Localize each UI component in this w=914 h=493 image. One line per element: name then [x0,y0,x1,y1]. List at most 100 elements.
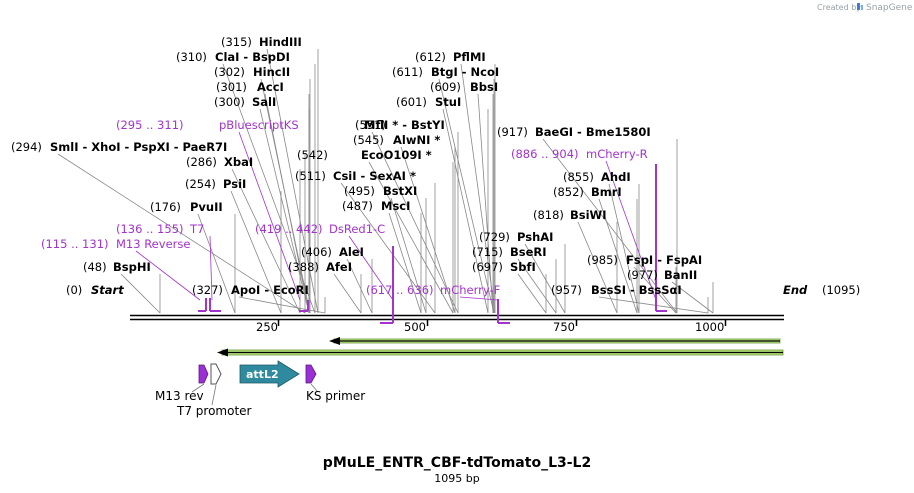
enzyme-stui[interactable]: StuI [435,95,461,109]
primer-leader-mcherry-f [459,296,499,301]
leader-bbsi [477,93,494,314]
primer-mcherry-f[interactable]: mCherry-F [440,283,500,297]
enzyme-ecoo109i[interactable]: EcoO109I * [361,148,432,162]
enzyme-bmri[interactable]: BmrI [591,185,622,199]
start-label: Start [91,283,124,297]
leader-bstxi [390,197,427,314]
primer-bracket-mcherry-f [497,299,510,324]
enzyme-bsiwi[interactable]: BsiWI [570,208,607,222]
enzyme-pos-bsphi: (48) [83,260,107,274]
leader-bsphi [120,273,161,314]
ruler-label-750: 750 [553,320,575,334]
leader-baegi-bme1580i [542,138,678,314]
leader-ecoo109i [368,161,454,314]
leader-apoi-ecori [238,296,326,314]
enzyme-msci[interactable]: MscI [381,199,410,213]
enzyme-pos-xbai: (286) [186,155,217,169]
primer-pbluescriptks[interactable]: pBluescriptKS [219,118,299,132]
ks-primer-feature[interactable] [305,364,317,384]
feature-leader [191,383,205,393]
primer-dsred1-c[interactable]: DsRed1-C [329,222,385,236]
plasmid-length: 1095 bp [434,472,479,485]
leader-pvuii [197,213,236,314]
enzyme-alei[interactable]: AleI [339,245,364,259]
leader-alei [346,258,373,314]
enzyme-acci[interactable]: AccI [257,80,284,94]
end-label: End [783,283,808,297]
enzyme-xbai[interactable]: XbaI [224,155,253,169]
leader-sbfi [517,273,547,314]
enzyme-bsphi[interactable]: BspHI [113,260,151,274]
enzyme-pos-msci: (487) [342,199,373,213]
primer-bracket-mcherry-r [655,164,667,312]
enzyme-afei[interactable]: AfeI [326,260,352,274]
enzyme-pos-fspi-fspai: (985) [587,253,618,267]
enzyme-pos-afei: (388) [288,260,319,274]
orf-arrows [217,337,784,357]
enzyme-hincii[interactable]: HincII [253,65,290,79]
primer-leader-pbluescriptks [238,131,301,301]
enzyme-bstxi[interactable]: BstXI [383,184,417,198]
enzyme-apoi-ecori[interactable]: ApoI - EcoRI [231,283,309,297]
enzyme-bbsi[interactable]: BbsI [470,80,498,94]
leader-smli-xhoi-pspxi-paer7i [57,153,306,314]
feature-track: attL2 M13 rev T7 promoter KS primer [155,360,365,418]
feature-leader [310,383,319,393]
enzyme-fspi-fspai[interactable]: FspI - FspAI [626,253,702,267]
enzyme-pflmi[interactable]: PflMI [453,50,486,64]
enzyme-sbfi[interactable]: SbfI [510,260,536,274]
primer-bracket-pbluescriptks [299,300,309,312]
enzyme-pos-apoi-ecori: (327) [192,283,223,297]
primer-range-dsred1-c: (419 .. 442) [255,222,323,236]
enzyme-pos-bbsi: (609) [430,80,461,94]
enzyme-pos-pvuii: (176) [150,200,181,214]
leader-bseri [517,258,557,314]
leader-stui [442,108,489,314]
orf-arrow-lower [217,348,784,357]
credit-brand: SnapGene [866,3,913,13]
enzyme-psii[interactable]: PsiI [223,177,246,191]
enzyme-ahdi[interactable]: AhdI [601,170,631,184]
leader-ahdi [608,183,640,314]
enzyme-pvuii[interactable]: PvuII [190,200,223,214]
enzyme-pshai[interactable]: PshAI [517,230,553,244]
attl2-feature[interactable] [239,360,300,388]
enzyme-pos-bseri: (715) [472,245,503,259]
primer-m13-reverse[interactable]: M13 Reverse [116,237,190,251]
enzyme-pos-psii: (254) [185,177,216,191]
primer-leader-mcherry-r [605,160,657,301]
enzyme-clai-bspdi[interactable]: ClaI - BspDI [215,50,290,64]
t7-promoter-feature[interactable] [210,363,222,385]
leader-pshai [524,243,566,314]
enzyme-pos-ahdi: (855) [563,170,594,184]
enzyme-pos-sbfi: (697) [472,260,503,274]
enzyme-pos-smli-xhoi-pspxi-paer7i: (294) [11,140,42,154]
enzyme-bsssi-bsss-i[interactable]: BssSI - BssSαI [591,283,682,297]
start-position: (0) [66,283,82,297]
ruler-label-1000: 1000 [695,320,724,334]
enzyme-hindiii[interactable]: HindIII [259,35,302,49]
enzyme-mfli-bstyi[interactable]: MflI * - BstYI [364,118,445,132]
primer-mcherry-r[interactable]: mCherry-R [586,147,648,161]
leader-alwni [400,146,456,314]
enzyme-pos-stui: (601) [396,95,427,109]
enzyme-baegi-bme1580i[interactable]: BaeGI - Bme1580I [535,125,651,139]
primer-t7[interactable]: T7 [189,222,204,236]
enzyme-pos-bsiwi: (818) [533,208,564,222]
enzyme-pos-bstxi: (495) [344,184,375,198]
primer-brackets [198,164,667,324]
end-position: (1095) [822,283,860,297]
m13-rev-feature[interactable] [198,364,209,384]
enzyme-smli-xhoi-pspxi-paer7i[interactable]: SmlI - XhoI - PspXI - PaeR7I [50,140,227,154]
leader-btgi-ncoi [438,78,495,314]
enzyme-banii[interactable]: BanII [664,268,697,282]
enzyme-sali[interactable]: SalI [252,95,276,109]
enzyme-alwni[interactable]: AlwNI * [393,133,440,147]
enzyme-pos-banii: (977) [627,268,658,282]
enzyme-csii-sexai[interactable]: CsiI - SexAI * [333,169,416,183]
primer-range-mcherry-r: (886 .. 904) [511,147,579,161]
enzyme-bseri[interactable]: BseRI [510,245,547,259]
enzyme-pos-acci: (301) [216,80,247,94]
enzyme-btgi-ncoi[interactable]: BtgI - NcoI [431,65,499,79]
